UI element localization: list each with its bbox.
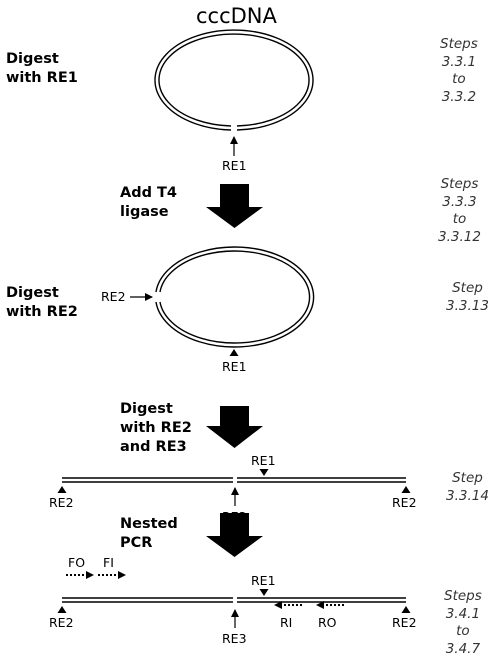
- label-re1-d: RE1: [251, 573, 276, 588]
- label-re2-b: RE2: [101, 289, 126, 304]
- stage-label-digest-re2: Digest with RE2: [6, 285, 78, 320]
- re1-site-marker-linear-1: [259, 469, 269, 476]
- re2-site-marker-left-2: [57, 606, 67, 613]
- step-ref-3: Step 3.3.13: [446, 280, 489, 314]
- step-ref-4: Step 3.3.14: [446, 470, 489, 504]
- label-re2-c-right: RE2: [392, 495, 417, 510]
- re1-site-marker-circle: [229, 349, 239, 356]
- re2-site-marker-right-1: [401, 486, 411, 493]
- label-re1-b: RE1: [222, 359, 247, 374]
- label-fi: FI: [103, 555, 114, 570]
- stage-label-nested-pcr: Nested PCR: [120, 516, 178, 551]
- linear-dna-2: [62, 597, 406, 603]
- process-arrow-3: [206, 513, 263, 557]
- process-arrow-1: [206, 184, 263, 228]
- label-re1-c: RE1: [251, 453, 276, 468]
- re2-site-marker-left-1: [57, 486, 67, 493]
- label-fo: FO: [68, 555, 86, 570]
- stage-label-digest-re1: Digest with RE1: [6, 51, 78, 86]
- re2-site-marker-right-2: [401, 606, 411, 613]
- circular-dna-1: [154, 29, 314, 131]
- circular-dna-2: [155, 246, 315, 348]
- label-re1-a: RE1: [222, 158, 247, 173]
- label-ri: RI: [280, 615, 293, 630]
- label-re2-d-left: RE2: [49, 615, 74, 630]
- step-ref-1: Steps 3.3.1 to 3.3.2: [440, 36, 478, 105]
- label-re3-c: RE3: [222, 509, 247, 524]
- label-re3-d: RE3: [222, 631, 247, 646]
- label-re2-d-right: RE2: [392, 615, 417, 630]
- step-ref-2: Steps 3.3.3 to 3.3.12: [438, 176, 481, 245]
- step-ref-5: Steps 3.4.1 to 3.4.7: [444, 588, 482, 657]
- diagram-title: cccDNA: [196, 4, 277, 28]
- process-arrow-2: [206, 406, 263, 448]
- stage-label-add-ligase: Add T4 ligase: [120, 185, 178, 220]
- stage-label-digest-re2-re3: Digest with RE2 and RE3: [120, 401, 192, 455]
- re1-site-marker-linear-2: [259, 589, 269, 596]
- linear-dna-1: [62, 477, 406, 483]
- label-re2-c-left: RE2: [49, 495, 74, 510]
- label-ro: RO: [318, 615, 337, 630]
